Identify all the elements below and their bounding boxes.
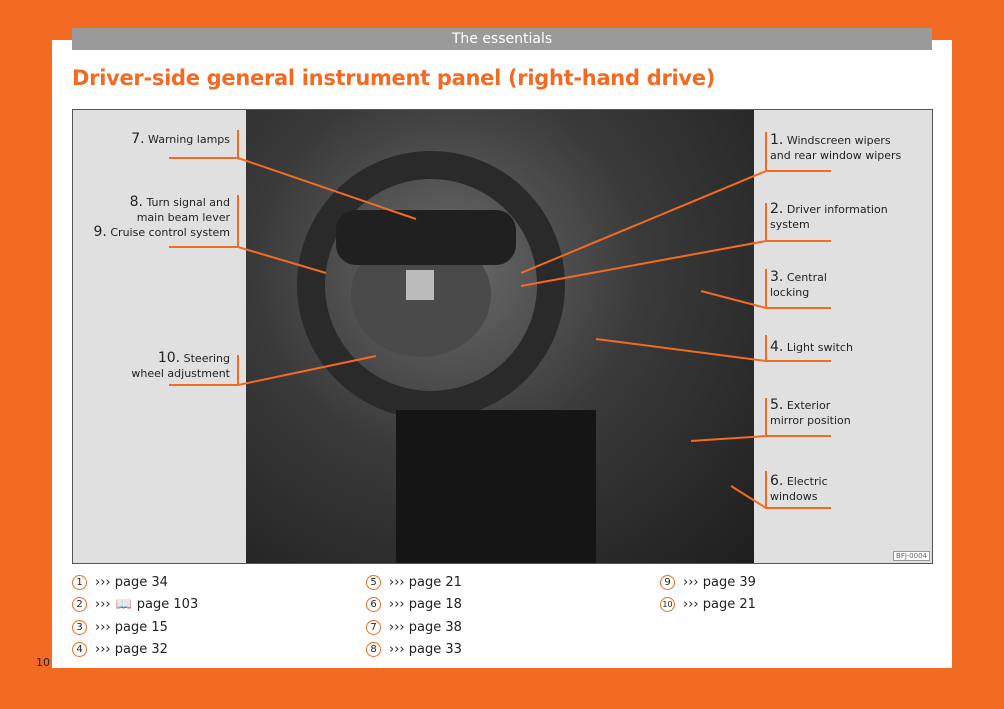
ref-item[interactable]: 9››› page 39 bbox=[660, 571, 756, 594]
instrument-panel-figure: 7. Warning lamps 8. Turn signal and main… bbox=[72, 109, 933, 564]
ref-item[interactable]: 6››› page 18 bbox=[366, 594, 462, 617]
steering-wheel-illustration bbox=[297, 151, 596, 563]
seat-logo-icon bbox=[406, 270, 434, 300]
section-header: The essentials bbox=[72, 28, 932, 50]
label-electric-windows: 6. Electric windows bbox=[770, 473, 828, 504]
label-central-locking: 3. Central locking bbox=[770, 269, 827, 300]
ref-item[interactable]: 10››› page 21 bbox=[660, 594, 756, 617]
refs-col-1: 1››› page 34 2›››📖page 103 3››› page 15 … bbox=[72, 571, 198, 661]
ref-item[interactable]: 7››› page 38 bbox=[366, 616, 462, 639]
label-exterior-mirror: 5. Exterior mirror position bbox=[770, 397, 851, 428]
ref-item[interactable]: 1››› page 34 bbox=[72, 571, 198, 594]
leader-lines bbox=[169, 130, 831, 509]
refs-col-3: 9››› page 39 10››› page 21 bbox=[660, 571, 756, 616]
ref-item[interactable]: 4››› page 32 bbox=[72, 639, 198, 662]
label-cruise-control: 9. Cruise control system bbox=[93, 224, 230, 240]
label-steering-adjustment: 10. Steering wheel adjustment bbox=[131, 350, 230, 381]
label-wipers: 1. Windscreen wipers and rear window wip… bbox=[770, 132, 902, 163]
label-warning-lamps: 7. Warning lamps bbox=[131, 131, 230, 147]
label-driver-info: 2. Driver information system bbox=[770, 201, 888, 232]
label-light-switch: 4. Light switch bbox=[770, 339, 853, 355]
ref-item[interactable]: 3››› page 15 bbox=[72, 616, 198, 639]
dashboard-photo bbox=[246, 110, 754, 563]
page-title: Driver-side general instrument panel (ri… bbox=[72, 66, 716, 90]
book-search-icon: 📖 bbox=[115, 597, 132, 613]
page-number: 10 bbox=[36, 656, 50, 669]
label-turn-signal: 8. Turn signal and main beam lever bbox=[129, 194, 230, 225]
ref-item[interactable]: 2›››📖page 103 bbox=[72, 594, 198, 617]
refs-col-2: 5››› page 21 6››› page 18 7››› page 38 8… bbox=[366, 571, 462, 661]
ref-item[interactable]: 8››› page 33 bbox=[366, 639, 462, 662]
figure-code: BFJ-0004 bbox=[893, 551, 930, 561]
ref-item[interactable]: 5››› page 21 bbox=[366, 571, 462, 594]
